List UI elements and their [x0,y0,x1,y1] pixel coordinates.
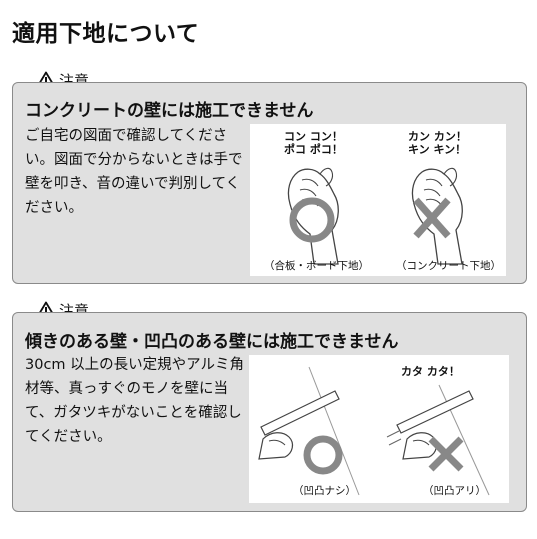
caution-box-concrete: コンクリートの壁には施工できません ご自宅の図面で確認してください。図面で分から… [12,82,527,284]
section-heading: コンクリートの壁には施工できません [25,101,314,121]
knock-test-illustration: コン コン！ ポコ ポコ！ （合板・ボード下地） カン カン！ キン キン！ [250,124,506,276]
illustration-panel: カン カン！ キン キン！ （コンクリート下地） [378,124,506,276]
illustration-panel: （凹凸ナシ） [249,355,379,503]
illustration-caption: （凹凸アリ） [423,485,486,497]
section-description: 30cm 以上の長い定規やアルミ角材等、真っすぐのモノを壁に当て、ガタツキがない… [25,357,245,445]
ruler-hand-drawing [386,384,490,496]
ruler-hand-drawing [258,366,360,496]
illustration-panel: カタ カタ！ （凹凸アリ） [379,355,509,503]
ng-cross-icon [413,197,451,239]
ok-circle-icon [289,197,335,243]
knocking-hand-drawing [287,167,339,265]
illustration-panel: コン コン！ ポコ ポコ！ （合板・ボード下地） [250,124,378,276]
section-heading: 傾きのある壁・凹凸のある壁には施工できません [25,332,399,352]
ruler-test-illustration: （凹凸ナシ） カタ カタ！ （凹凸アリ） [249,355,509,503]
section-description: ご自宅の図面で確認してください。図面で分からないときは手で壁を叩き、音の違いで判… [25,128,243,216]
illustration-caption: （コンクリート下地） [396,260,501,272]
sound-text: コン コン！ ポコ ポコ！ [284,130,343,156]
ok-circle-icon [303,435,343,475]
knocking-hand-drawing [411,167,463,265]
sound-text: カタ カタ！ [401,365,460,378]
ng-cross-icon [428,436,464,472]
caution-box-uneven: 傾きのある壁・凹凸のある壁には施工できません 30cm 以上の長い定規やアルミ角… [12,312,527,512]
sound-text: カン カン！ キン キン！ [408,130,467,156]
illustration-caption: （凹凸ナシ） [293,485,356,497]
illustration-caption: （合板・ボード下地） [264,260,369,272]
page-title: 適用下地について [12,21,200,47]
